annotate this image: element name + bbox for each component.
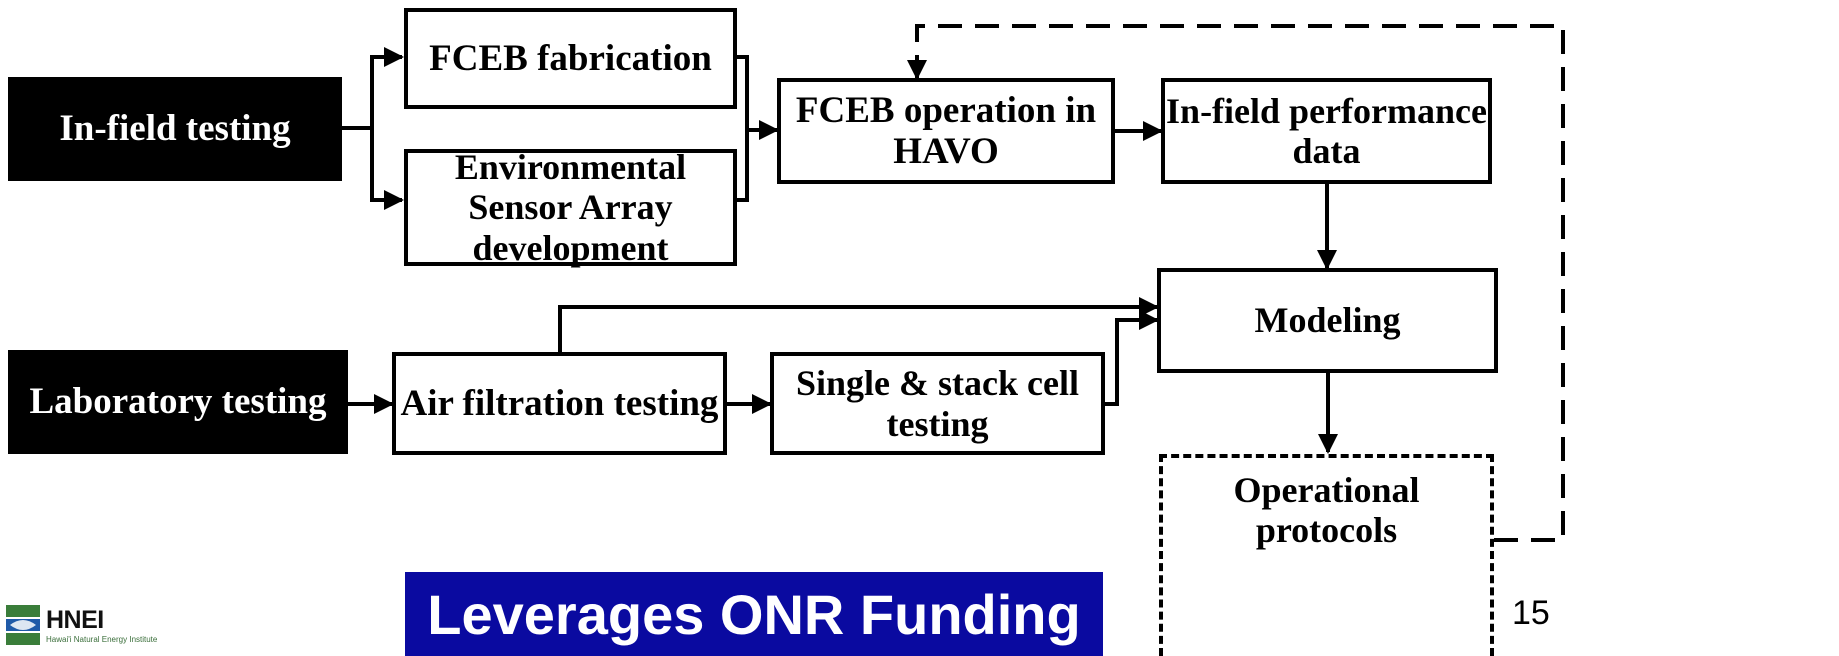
funding-banner: Leverages ONR Funding [405,572,1103,656]
fceb-fabrication-node: FCEB fabrication [404,8,737,109]
arrow-infield-to-fabrication [370,47,404,128]
environmental-sensor-node: Environmental Sensor Array development [404,147,737,268]
hnei-logo-icon [6,605,40,645]
cell-testing-node: Single & stack cell testing [770,352,1105,455]
arrow-infield-to-sensor [370,128,404,210]
infield-testing-node: In-field testing [8,77,342,181]
air-filtration-node: Air filtration testing [392,352,727,455]
arrow-air-to-modeling [558,297,1159,352]
arrow-cell-to-modeling [1105,310,1159,406]
hnei-logo: HNEI Hawai'i Natural Energy Institute [6,598,186,652]
logo-name: HNEI [46,606,104,634]
modeling-node: Modeling [1157,268,1498,373]
connector-fabrication-merge [737,55,749,130]
connector-sensor-merge [737,130,749,202]
logo-subtitle: Hawai'i Natural Energy Institute [46,635,158,644]
infield-performance-node: In-field performance data [1161,78,1492,184]
fceb-operation-node: FCEB operation in HAVO [777,78,1115,184]
laboratory-testing-node: Laboratory testing [8,350,348,454]
feedback-loop-connector [907,24,1565,542]
operational-protocols-node: Operational protocols [1159,454,1494,656]
page-number: 15 [1512,594,1550,632]
